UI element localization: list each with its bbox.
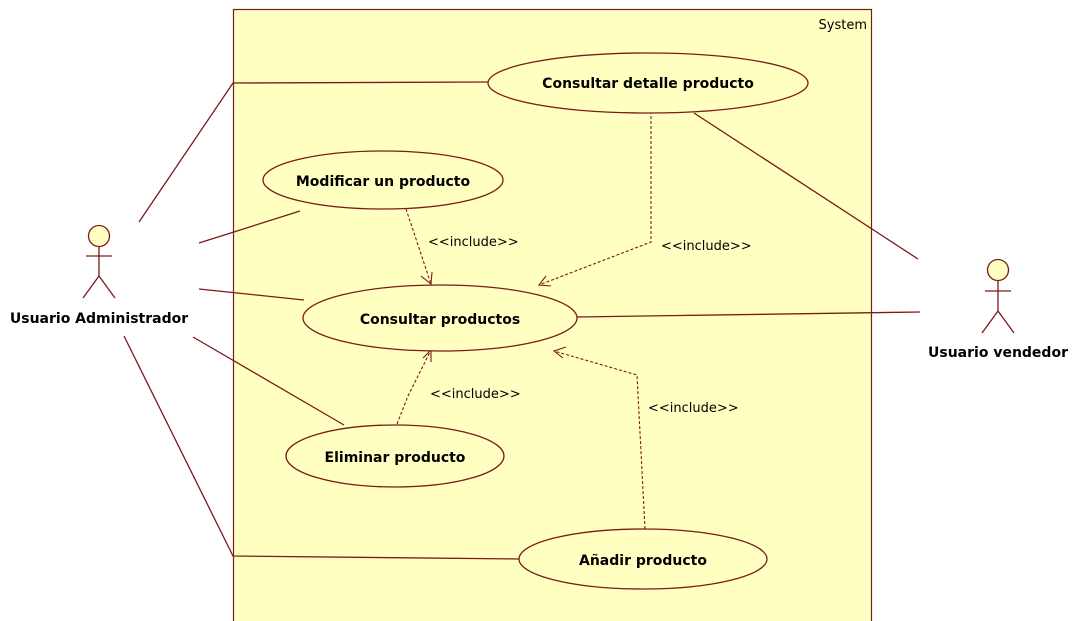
- use-case-detalle-shape[interactable]: [487, 52, 809, 114]
- assoc-admin-modificar: [198, 210, 301, 244]
- include-modificar-arrowhead: [420, 271, 433, 286]
- use-case-consultar-shape[interactable]: [302, 284, 578, 352]
- use-case-anadir[interactable]: Añadir producto: [518, 528, 768, 590]
- assoc-admin-eliminar: [192, 336, 345, 426]
- include-modificar-line: [405, 208, 432, 285]
- include-anadir-line: [553, 350, 646, 530]
- use-case-eliminar-label: Eliminar producto: [325, 450, 466, 466]
- system-label: System: [819, 18, 867, 33]
- use-case-anadir-shape[interactable]: [518, 528, 768, 590]
- actor-admin[interactable]: Usuario Administrador: [10, 224, 188, 328]
- assoc-admin-consultar: [198, 288, 305, 301]
- assoc-admin-anadir: [123, 335, 521, 560]
- actor-admin-label: Usuario Administrador: [10, 311, 188, 327]
- use-case-eliminar[interactable]: Eliminar producto: [285, 424, 505, 488]
- actor-vendor-icon: [981, 258, 1015, 334]
- include-detalle-arrowhead: [537, 275, 552, 287]
- include-eliminar-label: <<include>>: [430, 387, 521, 402]
- use-case-modificar[interactable]: Modificar un producto: [262, 150, 504, 210]
- actor-vendor[interactable]: Usuario vendedor: [928, 258, 1068, 362]
- assoc-vendor-detalle: [693, 112, 919, 260]
- associations: [123, 81, 921, 560]
- actor-vendor-label: Usuario vendedor: [928, 345, 1068, 361]
- include-dependencies: <<include>> <<include>> <<include>> <<in…: [396, 111, 752, 530]
- use-case-consultar-label: Consultar productos: [360, 312, 520, 328]
- include-detalle-label: <<include>>: [661, 239, 752, 254]
- use-case-anadir-label: Añadir producto: [579, 553, 707, 569]
- actor-admin-icon: [82, 224, 116, 299]
- include-eliminar-line: [396, 349, 432, 425]
- use-case-consultar[interactable]: Consultar productos: [302, 284, 578, 352]
- include-anadir-label: <<include>>: [648, 401, 739, 416]
- include-modificar-label: <<include>>: [428, 235, 519, 250]
- use-case-eliminar-shape[interactable]: [285, 424, 505, 488]
- assoc-vendor-consultar: [576, 311, 921, 318]
- use-case-modificar-shape[interactable]: [262, 150, 504, 210]
- use-case-detalle[interactable]: Consultar detalle producto: [487, 52, 809, 114]
- include-detalle-line: [538, 111, 652, 286]
- include-anadir-arrowhead: [552, 346, 567, 359]
- assoc-admin-detalle: [138, 81, 489, 223]
- use-case-modificar-label: Modificar un producto: [296, 174, 471, 190]
- use-case-detalle-label: Consultar detalle producto: [542, 76, 754, 92]
